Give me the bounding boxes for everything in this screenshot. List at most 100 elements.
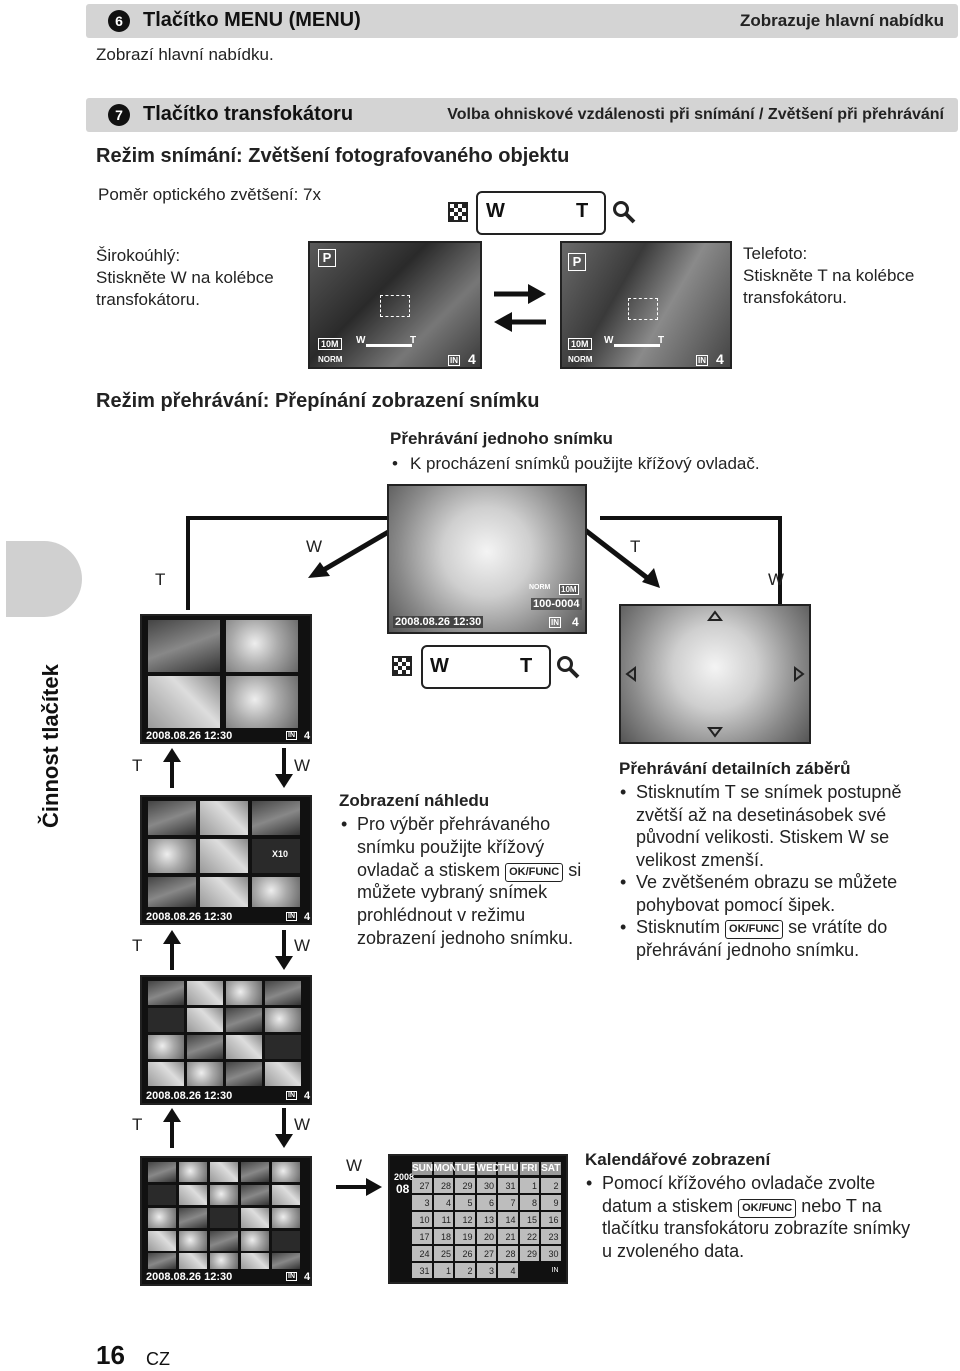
calendar-date-cell[interactable]: 4	[498, 1263, 518, 1278]
zoom-arrows	[494, 284, 546, 332]
arrows-2	[163, 930, 293, 970]
calendar-day-header: TUE	[455, 1162, 475, 1175]
tele-line-2: Stiskněte T na kolébce	[743, 266, 915, 285]
calendar-date-cell[interactable]: 22	[519, 1229, 539, 1244]
magnify-icon-middle	[556, 655, 580, 679]
label-w-2: W	[294, 936, 311, 955]
calendar-date-cell[interactable]: 11	[433, 1212, 453, 1227]
calendar-date-cell[interactable]: 28	[498, 1246, 518, 1261]
calendar-date-cell[interactable]: 7	[498, 1195, 518, 1210]
calendar-date-cell[interactable]: 23	[541, 1229, 561, 1244]
thumb	[179, 1208, 207, 1228]
calendar-line-3: tlačítku transfokátoru zobrazíte snímky	[602, 1218, 911, 1238]
calendar-date-cell[interactable]: 3	[412, 1195, 432, 1210]
tele-line-3: transfokátoru.	[743, 288, 847, 307]
closeup-b2-l2: pohybovat pomocí šipek.	[636, 895, 836, 915]
zoom-t-label: T	[576, 200, 589, 222]
calendar-date-cell[interactable]: 29	[455, 1178, 475, 1193]
thumb	[200, 801, 248, 835]
calendar-date-cell[interactable]: 20	[476, 1229, 496, 1244]
thumb	[241, 1162, 269, 1182]
calendar-date-cell[interactable]: 19	[455, 1229, 475, 1244]
thumb	[272, 1185, 300, 1205]
zoom-lever-middle	[421, 645, 551, 689]
thumb	[148, 1253, 176, 1269]
side-tab-label: Činnost tlačítek	[38, 664, 63, 828]
res-label: 10M	[318, 338, 342, 350]
index-icon	[448, 202, 468, 222]
zoom-lever-top	[476, 191, 606, 235]
ok-func-button-icon: OK/FUNC	[505, 863, 564, 882]
shots-left-tele: 4	[716, 351, 724, 367]
calendar-date-cell[interactable]: 27	[476, 1246, 496, 1261]
shots-left: 4	[468, 351, 476, 367]
closeup-b1-l2: zvětší až na desetinásobek své	[636, 805, 887, 825]
section-6-description: Zobrazí hlavní nabídku.	[96, 45, 274, 64]
res-label-tele: 10M	[568, 338, 592, 350]
calendar-date-cell[interactable]: 14	[498, 1212, 518, 1227]
single-date: 2008.08.26 12:30	[393, 616, 484, 628]
section-6-bar	[86, 4, 958, 38]
calendar-date-cell[interactable]: 15	[519, 1212, 539, 1227]
calendar-date-cell[interactable]: 31	[412, 1263, 432, 1278]
section-6-subtitle: Zobrazuje hlavní nabídku	[739, 11, 944, 30]
zoom-w-tele: W	[604, 335, 614, 346]
grid9-date: 2008.08.26 12:30	[146, 911, 233, 923]
label-w-1: W	[294, 756, 311, 775]
calendar-day-header: FRI	[519, 1162, 539, 1175]
zoom-w: W	[356, 335, 366, 346]
shooting-heading: Režim snímání: Zvětšení fotografovaného …	[96, 145, 570, 167]
calendar-date-cell[interactable]: 2	[455, 1263, 475, 1278]
calendar-date-cell[interactable]: 29	[519, 1246, 539, 1261]
calendar-date-cell[interactable]: 21	[498, 1229, 518, 1244]
index-line-4: můžete vybraný snímek	[357, 882, 548, 902]
calendar-date-cell[interactable]: 5	[455, 1195, 475, 1210]
calendar-date-cell[interactable]: 16	[541, 1212, 561, 1227]
calendar-date-cell[interactable]: 12	[455, 1212, 475, 1227]
calendar-date-cell[interactable]: 26	[455, 1246, 475, 1261]
calendar-date-cell[interactable]: 4	[433, 1195, 453, 1210]
norm-label: NORM	[318, 355, 343, 364]
label-t-3: T	[132, 1115, 143, 1134]
thumb	[200, 877, 248, 907]
calendar-date-cell[interactable]: 17	[412, 1229, 432, 1244]
calendar-date-cell[interactable]: 1	[433, 1263, 453, 1278]
closeup-b3-tail: se vrátíte do	[788, 917, 888, 937]
calendar-date-cell[interactable]: 28	[433, 1178, 453, 1193]
thumb	[265, 1008, 301, 1032]
calendar-date-cell[interactable]: 13	[476, 1212, 496, 1227]
calendar-date-cell[interactable]: 6	[476, 1195, 496, 1210]
thumb	[148, 1035, 184, 1059]
calendar-date-cell[interactable]: 27	[412, 1178, 432, 1193]
calendar-date-cell[interactable]: 25	[433, 1246, 453, 1261]
label-t-2: T	[132, 936, 143, 955]
single-res: 10M	[559, 584, 579, 595]
calendar-date-cell[interactable]	[519, 1263, 539, 1278]
index-line-3: ovladač a stiskem OK/FUNC si	[357, 859, 581, 882]
thumb	[265, 1035, 301, 1059]
zoom-bar-tele	[614, 344, 660, 347]
thumb	[252, 801, 300, 835]
calendar-date-cell[interactable]: IN	[541, 1263, 561, 1278]
calendar-date-cell[interactable]: 10	[412, 1212, 432, 1227]
label-w-top-left: W	[306, 537, 323, 556]
closeup-dot-3: •	[620, 917, 627, 937]
calendar-date-cell[interactable]: 31	[498, 1178, 518, 1193]
calendar-date-cell[interactable]: 24	[412, 1246, 432, 1261]
calendar-date-cell[interactable]: 18	[433, 1229, 453, 1244]
calendar-date-cell[interactable]: 9	[541, 1195, 561, 1210]
thumb	[241, 1253, 269, 1269]
grid9-in: IN	[286, 912, 297, 921]
thumb	[148, 839, 196, 873]
calendar-date-cell[interactable]: 3	[476, 1263, 496, 1278]
calendar-date-cell[interactable]: 2	[541, 1178, 561, 1193]
calendar-date-cell[interactable]: 8	[519, 1195, 539, 1210]
calendar-date-cell[interactable]: 30	[541, 1246, 561, 1261]
closeup-b1-l4: velikost zmenší.	[636, 850, 765, 870]
zoom-w-label-middle: W	[430, 655, 449, 677]
page-number: 16	[96, 1340, 125, 1370]
calendar-date-cell[interactable]: 30	[476, 1178, 496, 1193]
calendar-date-cell[interactable]: 1	[519, 1178, 539, 1193]
arrows-3	[163, 1108, 293, 1148]
